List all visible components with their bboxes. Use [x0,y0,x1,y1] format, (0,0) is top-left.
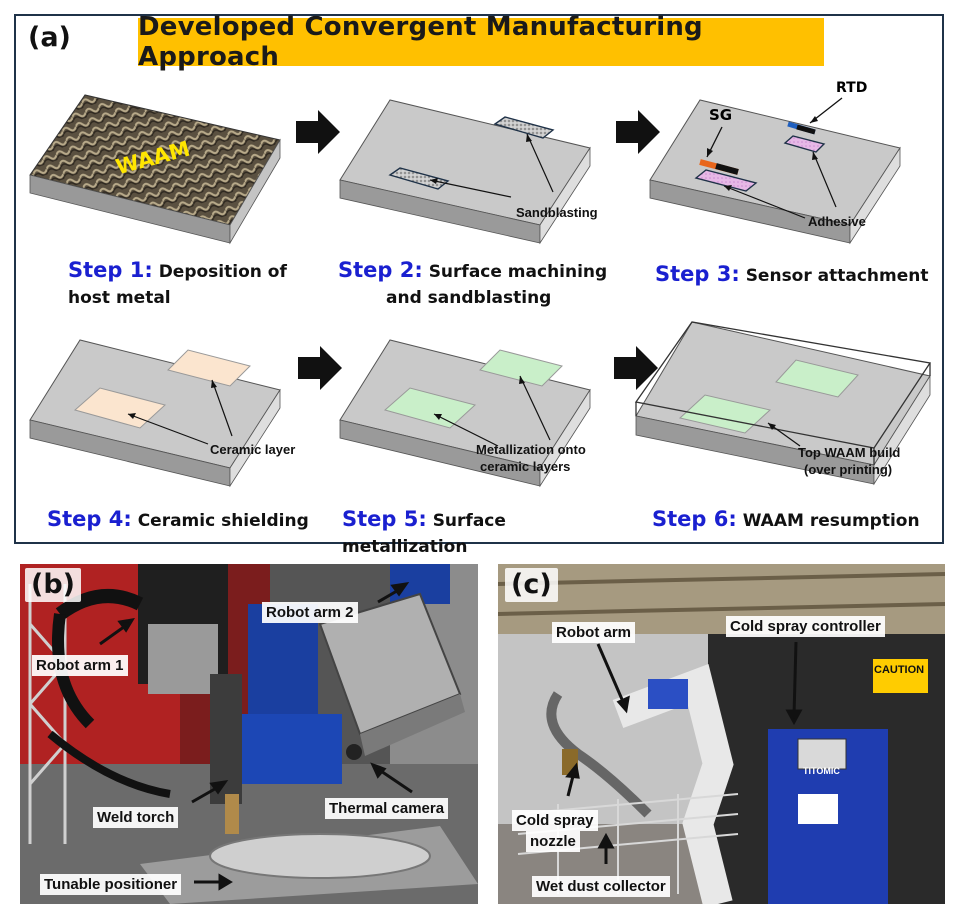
process-arrows [296,110,660,390]
step4-text-line1: Ceramic shielding [137,511,309,531]
step3-label: Step 3: [655,262,740,286]
caution-sign-text: CAUTION [874,664,925,676]
callout-metallization-line2: ceramic layers [480,459,571,474]
step1-caption: Step 1: Deposition of host metal [68,257,318,311]
step5-label: Step 5: [342,507,427,531]
step1-text-line1: Deposition of [158,262,287,282]
label-robot-arm: Robot arm [552,622,635,643]
panel-a-title-banner: Developed Convergent Manufacturing Appro… [138,12,824,72]
arrow-step2-3 [616,110,660,154]
plate-step6 [634,321,932,486]
panel-b-arrows [99,581,413,891]
label-wet-dust-collector: Wet dust collector [532,876,670,897]
plate-step4 [29,339,281,488]
label-thermal-camera: Thermal camera [325,798,449,819]
label-cold-spray-controller: Cold spray controller [726,616,885,637]
ceramic-patch-2 [167,349,251,387]
panel-b-photo [20,564,478,904]
step1-text-line2: host metal [68,288,171,308]
callout-ceramic-layer: Ceramic layer [210,442,296,457]
panel-b-label: (b) [25,568,82,602]
arrow-step4-5 [298,346,342,390]
step3-text-line1: Sensor attachment [745,266,929,286]
ceramic-patch-1 [73,387,167,429]
panel-c-arrows [565,641,803,864]
sandblast-patch-2 [493,116,555,139]
panel-b-scene [20,564,478,904]
panel-a-label: (a) [28,22,71,53]
step2-caption: Step 2: Surface machining and sandblasti… [338,257,618,311]
step4-label: Step 4: [47,507,132,531]
plate-step5 [339,339,591,488]
callout-sandblasting: Sandblasting [516,205,598,220]
metal-patch-1 [383,387,477,429]
step6-text-line1: WAAM resumption [742,511,920,531]
panel-a-illustrations [29,94,932,488]
callout-adhesive: Adhesive [808,214,866,229]
label-cold-spray-nozzle-line2: nozzle [526,831,580,852]
arrow-step1-2 [296,110,340,154]
panel-a-title: Developed Convergent Manufacturing Appro… [138,12,703,72]
step5-caption: Step 5: Surface metallization [342,506,632,560]
panel-c-label: (c) [505,568,558,602]
step3-caption: Step 3: Sensor attachment [655,261,940,289]
step2-text-line1: Surface machining [428,262,608,282]
label-tunable-positioner: Tunable positioner [40,874,182,895]
label-robot-arm-1: Robot arm 1 [32,655,128,676]
step2-label: Step 2: [338,258,423,282]
label-robot-arm-2: Robot arm 2 [262,602,358,623]
plate-step2 [339,99,591,245]
callout-rtd: RTD [836,80,868,96]
step6-caption: Step 6: WAAM resumption [652,506,932,534]
plate-step1 [29,94,281,245]
arrow-step5-6 [614,346,658,390]
callout-sg: SG [709,106,733,124]
label-weld-torch: Weld torch [93,807,179,828]
callout-metallization-line1: Metallization onto [476,442,586,457]
sandblast-patch-1 [388,167,450,190]
step6-label: Step 6: [652,507,737,531]
step2-text-line2: and sandblasting [386,288,552,308]
adhesive-patch-2 [783,135,826,153]
machine-brand-text: TITOMIC [803,766,840,776]
callout-top-waam-line2: (over printing) [804,462,893,477]
step4-caption: Step 4: Ceramic shielding [47,506,317,534]
step5-text-line1: Surface metallization [342,511,506,557]
plate-step3 [649,97,901,245]
step1-label: Step 1: [68,258,153,282]
label-cold-spray-nozzle-line1: Cold spray [512,810,598,831]
callout-top-waam-line1: Top WAAM build [798,445,901,460]
